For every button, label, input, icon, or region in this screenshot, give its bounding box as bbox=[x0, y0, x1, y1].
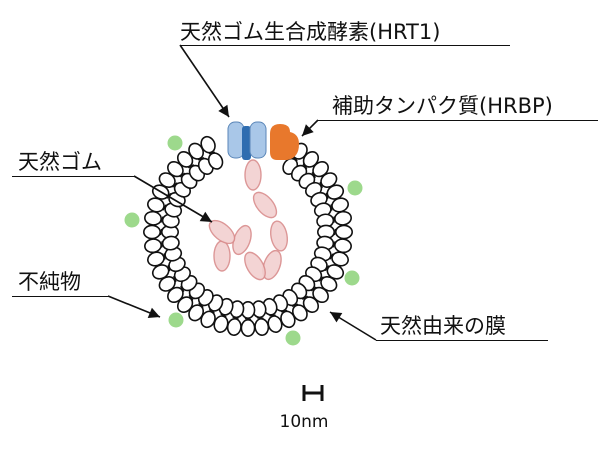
rubber-particle bbox=[252, 191, 278, 219]
outer-lipid-head bbox=[334, 210, 352, 226]
scale-bar-label: 10nm bbox=[279, 412, 329, 432]
inner-lipid-head bbox=[161, 235, 180, 251]
membrane-proteins bbox=[227, 121, 299, 160]
impurity-dot bbox=[167, 135, 183, 151]
impurity-leader-arrowhead bbox=[147, 307, 160, 318]
impurity-label-underline bbox=[12, 296, 108, 297]
impurity-dot bbox=[344, 270, 360, 286]
helper-protein-leader-arrowhead bbox=[302, 124, 314, 136]
membrane-label: 天然由来の膜 bbox=[380, 314, 506, 338]
outer-lipid-head bbox=[254, 318, 270, 336]
helper-protein bbox=[270, 124, 299, 160]
outer-lipid-head bbox=[144, 210, 162, 226]
outer-lipid-head bbox=[334, 224, 353, 240]
membrane-leader-arrowhead bbox=[330, 312, 343, 323]
enzyme-core bbox=[242, 126, 251, 160]
impurity-dot bbox=[285, 330, 301, 346]
helper-protein-label-underline bbox=[318, 120, 598, 121]
impurity-label: 不純物 bbox=[18, 270, 81, 294]
rubber-particle bbox=[208, 219, 236, 245]
inner-lipid-head bbox=[207, 152, 224, 170]
leader-lines bbox=[107, 44, 377, 341]
lipid-heads bbox=[143, 135, 353, 338]
rubber-particle bbox=[213, 240, 231, 272]
enzyme-leader bbox=[179, 44, 230, 118]
enzyme-subunit-left bbox=[227, 121, 245, 159]
rubber-particles bbox=[208, 159, 288, 281]
rubber-particle bbox=[262, 249, 282, 281]
impurity-dot bbox=[347, 180, 363, 196]
outer-lipid-head bbox=[200, 135, 216, 154]
membrane-label-underline bbox=[376, 340, 548, 341]
enzyme-subunit-right bbox=[249, 121, 267, 159]
impurity-dots bbox=[124, 135, 363, 346]
rubber-particle bbox=[244, 159, 262, 191]
helper-protein-label: 補助タンパク質(HRBP) bbox=[332, 94, 553, 118]
rubber-label: 天然ゴム bbox=[18, 150, 102, 174]
outer-lipid-head bbox=[144, 238, 162, 254]
rubber-particle bbox=[244, 251, 266, 281]
outer-lipid-head bbox=[334, 238, 352, 254]
rubber-leader-arrowhead bbox=[199, 211, 212, 222]
enzyme-label: 天然ゴム生合成酵素(HRT1) bbox=[180, 20, 441, 44]
outer-lipid-head bbox=[240, 319, 256, 338]
enzyme-label-underline bbox=[180, 45, 510, 46]
scale-bar-icon bbox=[302, 385, 324, 401]
outer-lipid-head bbox=[226, 318, 242, 336]
impurity-dot bbox=[124, 212, 140, 228]
rubber-particle bbox=[270, 220, 288, 252]
enzyme-leader-arrowhead bbox=[218, 104, 229, 117]
rubber-leader bbox=[133, 175, 213, 223]
outer-lipid-head bbox=[143, 224, 162, 240]
impurity-dot bbox=[168, 312, 184, 328]
rubber-label-underline bbox=[12, 176, 134, 177]
